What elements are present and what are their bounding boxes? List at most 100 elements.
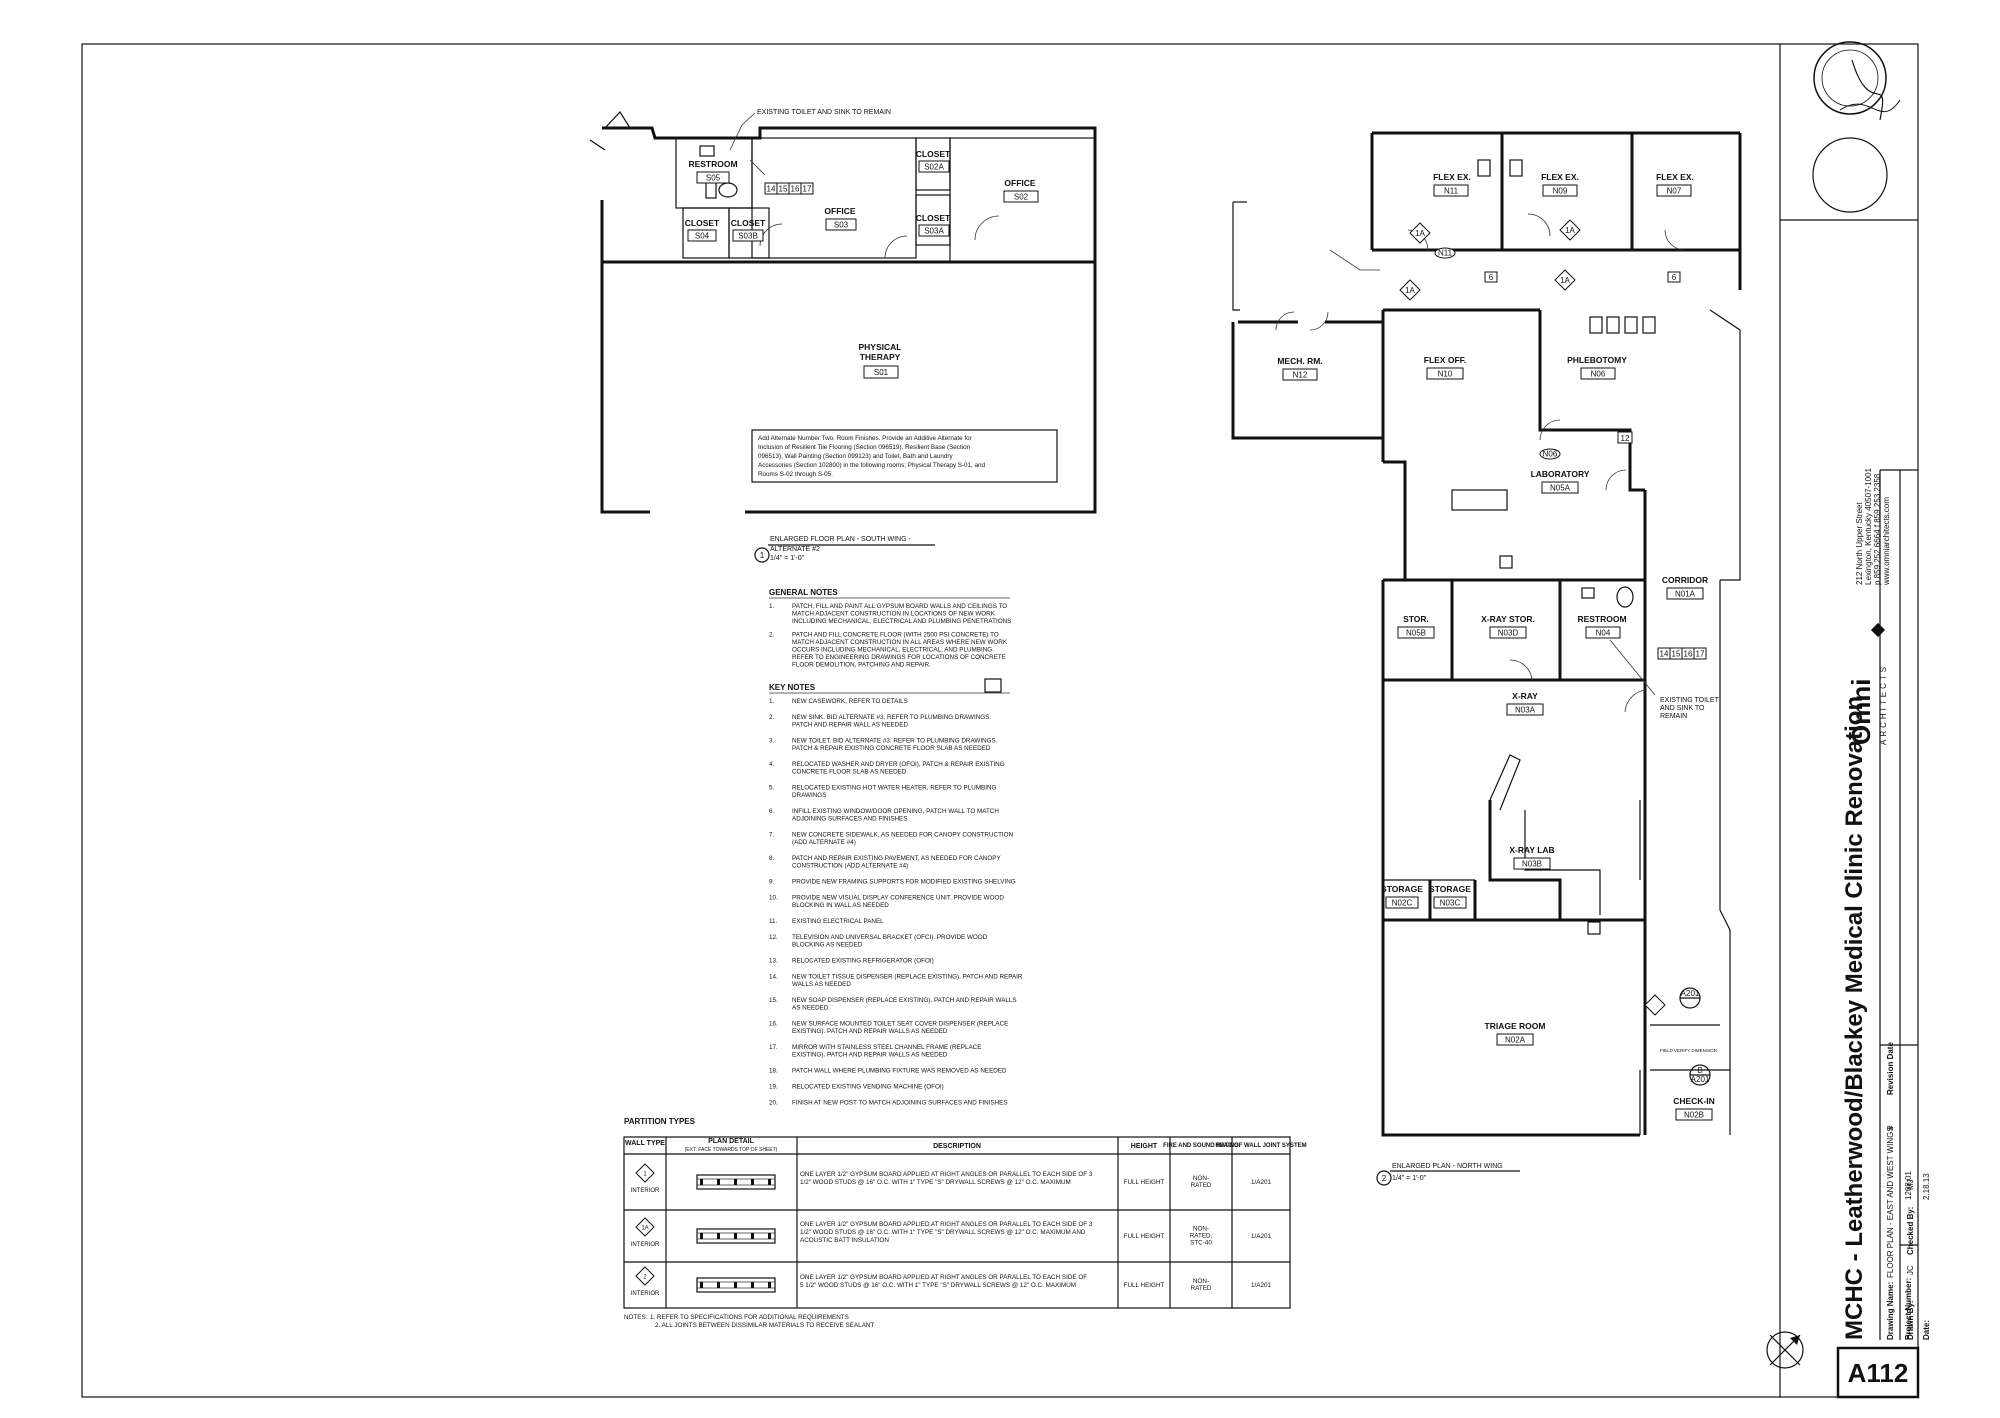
note-line: MATCH ADJACENT CONSTRUCTION IN ALL AREAS…: [792, 639, 1008, 646]
key-note-item: 7.NEW CONCRETE SIDEWALK, AS NEEDED FOR C…: [769, 832, 1014, 847]
svg-text:CLOSET: CLOSET: [916, 213, 951, 223]
rating-line: RATED: [1191, 1182, 1212, 1189]
key-note-item: 5.RELOCATED EXISTING HOT WATER HEATER, R…: [769, 785, 997, 800]
note-line: PATCH AND REPAIR WALL AS NEEDED: [792, 722, 909, 729]
drawing-name: FLOOR PLAN - EAST AND WEST WINGS: [1886, 1126, 1895, 1278]
firm-phone: p 859.252.6664 f 859.253.2358: [1873, 473, 1882, 585]
room-label-stor-n05b: STOR. N05B: [1397, 614, 1435, 639]
note-line: INCLUDING MECHANICAL, ELECTRICAL AND PLU…: [792, 618, 1011, 625]
drawn-checked: Drawn By: JC Checked By: MJ: [1906, 1179, 1915, 1340]
key-note-item: 12.TELEVISION AND UNIVERSAL BRACKET (OFC…: [769, 934, 988, 949]
stud-mark: [768, 1282, 771, 1288]
svg-text:1A: 1A: [1415, 229, 1425, 238]
svg-text:THERAPY: THERAPY: [860, 352, 901, 362]
room-label-closet-s04: CLOSET S04: [685, 218, 720, 242]
svg-text:1A: 1A: [1565, 226, 1575, 235]
note-line: WALLS AS NEEDED: [792, 981, 851, 988]
note-number: 5.: [769, 785, 775, 792]
svg-text:CLOSET: CLOSET: [731, 218, 766, 228]
svg-text:REMAIN: REMAIN: [1660, 713, 1687, 720]
room-label-corridor-n01a: CORRIDOR N01A: [1662, 575, 1708, 600]
blank-seal-circle: [1812, 137, 1888, 213]
svg-text:AND SINK TO: AND SINK TO: [1660, 705, 1705, 712]
key-notes-list: 1.NEW CASEWORK, REFER TO DETAILS 2. NEW SI…: [769, 698, 1023, 1107]
svg-text:CLOSET: CLOSET: [685, 218, 720, 228]
svg-text:1A: 1A: [1405, 286, 1415, 295]
svg-text:N02A: N02A: [1505, 1036, 1526, 1045]
south-wing-plan: EXISTING TOILET AND SINK TO REMAIN 14 15…: [589, 109, 1097, 563]
room-label-office-s03: OFFICE S03: [824, 206, 857, 231]
window-label: FIELD VERIFY DIMENSION: [1660, 1048, 1717, 1053]
svg-text:15: 15: [1672, 650, 1681, 659]
note-number: 2.: [769, 714, 775, 721]
svg-text:N03C: N03C: [1440, 899, 1461, 908]
note-number: 12.: [769, 934, 778, 941]
svg-text:CLOSET: CLOSET: [916, 149, 951, 159]
wall-tag: 1: [643, 1172, 647, 1178]
room-label-restroom-s05: RESTROOM S05: [688, 159, 738, 184]
note-line: NEW SOAP DISPENSER (REPLACE EXISTING). P…: [792, 997, 1017, 1004]
partition-types-schedule: PARTITION TYPES WALL TYPE PLAN DETAIL (E…: [623, 1117, 1307, 1329]
drawn-by: JC: [1906, 1265, 1915, 1275]
col-wall-type: WALL TYPE: [625, 1140, 665, 1147]
note-line: RELOCATED EXISTING VENDING MACHINE (OFOI…: [792, 1084, 944, 1091]
key-note-item: 13.RELOCATED EXISTING REFRIGERATOR (OFOI…: [769, 958, 934, 965]
note-line: NEW TOILET. BID ALTERNATE #3. REFER TO P…: [792, 738, 998, 745]
checked-by: MJ: [1906, 1179, 1915, 1190]
key-note-item: 1.NEW CASEWORK, REFER TO DETAILS: [769, 698, 908, 705]
revision-no-label: #: [1886, 1125, 1895, 1130]
south-leader-note: EXISTING TOILET AND SINK TO REMAIN: [757, 109, 891, 116]
svg-text:STOR.: STOR.: [1403, 614, 1429, 624]
note-line: MATCH ADJACENT CONSTRUCTION IN LOCATIONS…: [792, 611, 996, 618]
stud-mark: [734, 1179, 737, 1185]
svg-text:ALTERNATE #2: ALTERNATE #2: [770, 546, 820, 553]
description-line: 1/2" WOOD STUDS @ 16" O.C. WITH 1" TYPE …: [800, 1179, 1071, 1186]
description-line: ONE LAYER 1/2" GYPSUM BOARD APPLIED AT R…: [800, 1221, 1093, 1228]
keynote-tag: 14: [767, 185, 776, 194]
key-note-item: 15.NEW SOAP DISPENSER (REPLACE EXISTING)…: [769, 997, 1017, 1012]
height-value: FULL HEIGHT: [1124, 1179, 1165, 1186]
general-notes-heading: GENERAL NOTES: [769, 588, 838, 597]
room-label-xray-n03a: X-RAY N03A: [1506, 691, 1544, 716]
detail-callout-a201: A201 B A201: [1644, 987, 1711, 1086]
note-line: NEW CASEWORK, REFER TO DETAILS: [792, 698, 908, 705]
note-line: BLOCKING IN WALL AS NEEDED: [792, 902, 889, 909]
revision-date-label: Revision Date: [1886, 1042, 1895, 1095]
keynote-tag: 16: [791, 185, 800, 194]
note-line: ADJOINING SURFACES AND FINISHES: [792, 816, 907, 823]
wall-section-detail: [696, 1277, 776, 1293]
sheet-border: [81, 43, 1919, 1398]
note-line: OCCURS INCLUDING MECHANICAL, ELECTRICAL,…: [792, 647, 994, 654]
svg-text:N11: N11: [1438, 249, 1453, 258]
svg-text:6: 6: [1489, 273, 1494, 282]
room-label-xray-stor-n03d: X-RAY STOR. N03D: [1481, 614, 1535, 639]
svg-text:17: 17: [1696, 650, 1705, 659]
svg-text:N12: N12: [1293, 371, 1308, 380]
project-number: 1208.01: [1904, 1171, 1913, 1200]
svg-text:N03A: N03A: [1515, 706, 1536, 715]
svg-text:2: 2: [1382, 1174, 1387, 1183]
svg-text:14: 14: [1660, 650, 1669, 659]
svg-text:S02A: S02A: [924, 163, 944, 172]
room-label-flex-n09: FLEX EX. N09: [1541, 172, 1579, 197]
sheet-number: A112: [1848, 1358, 1909, 1388]
title-block: Omni ARCHITECTS 212 North Upper Street L…: [1780, 41, 1931, 1399]
svg-text:N10: N10: [1438, 370, 1453, 379]
svg-text:STORAGE: STORAGE: [1381, 884, 1423, 894]
svg-text:PHLEBOTOMY: PHLEBOTOMY: [1567, 355, 1627, 365]
stud-mark: [751, 1233, 754, 1239]
note-line: EXISTING). PATCH AND REPAIR WALLS AS NEE…: [792, 1052, 948, 1059]
svg-text:1/4" = 1'-0": 1/4" = 1'-0": [1392, 1175, 1427, 1182]
svg-text:RESTROOM: RESTROOM: [688, 159, 737, 169]
wall-type-diamond: [635, 1163, 655, 1183]
svg-text:OFFICE: OFFICE: [1004, 178, 1035, 188]
general-note-item: 2.PATCH AND FILL CONCRETE FLOOR (WITH 25…: [769, 632, 1008, 669]
room-label-flex-n07: FLEX EX. N07: [1656, 172, 1694, 197]
firm-tagline: ARCHITECTS: [1879, 664, 1888, 745]
stud-mark: [751, 1179, 754, 1185]
room-label-xray-lab-n03b: X-RAY LAB N03B: [1509, 845, 1555, 870]
key-note-item: 3.NEW TOILET. BID ALTERNATE #3. REFER TO…: [769, 738, 998, 753]
svg-text:A201: A201: [1691, 1075, 1710, 1084]
note-line: NEW SINK. BID ALTERNATE #3. REFER TO PLU…: [792, 714, 991, 721]
